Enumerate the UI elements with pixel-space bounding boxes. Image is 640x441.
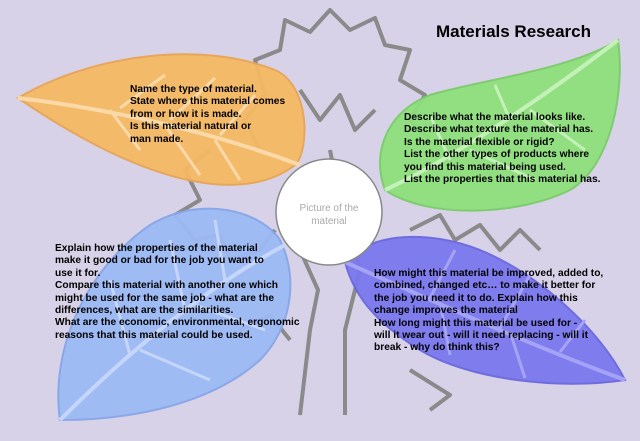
blue-leaf-line: make it good or bad for the job you want… <box>55 255 264 267</box>
green-leaf-line: Describe what the material looks like. <box>404 112 586 123</box>
green-leaf-line: you find this material being used. <box>404 161 566 173</box>
blue-leaf-line: differences, what are the similarities. <box>55 305 234 317</box>
green-leaf-line: Is the material flexible or rigid? <box>404 136 555 148</box>
blue-leaf-line: might be used for the same job - what ar… <box>55 292 275 304</box>
purple-leaf-text: How might this material be improved, add… <box>374 268 603 355</box>
green-leaf-line: List the other types of products where <box>404 149 590 161</box>
orange-leaf-line: from or how it is made. <box>130 108 242 120</box>
purple-leaf-line: the job you need it to do. Explain how t… <box>374 292 578 304</box>
purple-leaf-line: combined, changed etc… to make it better… <box>374 280 596 292</box>
purple-leaf-line: change improves the material <box>374 305 518 317</box>
picture-label-line: material <box>311 216 347 227</box>
blue-leaf-text: Explain how the properties of the materi… <box>55 243 300 342</box>
blue-leaf-line: use it for. <box>55 267 101 279</box>
purple-leaf-line: break - why do think this? <box>374 342 500 354</box>
picture-placeholder-circle <box>275 158 383 266</box>
purple-leaf-line: How long might this material be used for… <box>374 317 578 329</box>
leaf-orange <box>16 53 306 186</box>
blue-leaf-line: Compare this material with another one w… <box>55 280 279 292</box>
green-leaf-text: Describe what the material looks like. D… <box>404 112 600 186</box>
orange-leaf-line: State where this material comes <box>130 96 286 108</box>
diagram-title: Materials Research <box>436 22 591 41</box>
purple-leaf-line: will it wear out - will it need replacin… <box>374 330 588 342</box>
leaf-purple <box>343 235 627 385</box>
orange-leaf-line: Is this material natural or <box>130 121 252 133</box>
orange-leaf-text: Name the type of material. State where t… <box>130 84 285 146</box>
picture-placeholder-label: Picture of the material <box>280 202 378 228</box>
orange-leaf-line: Name the type of material. <box>130 84 257 95</box>
blue-leaf-line: What are the economic, environmental, er… <box>55 317 300 329</box>
blue-leaf-line: Explain how the properties of the materi… <box>55 243 258 254</box>
green-leaf-line: List the properties that this material h… <box>404 174 601 186</box>
orange-leaf-line: man made. <box>130 133 184 145</box>
blue-leaf-line: reasons that this material could be used… <box>55 329 253 341</box>
picture-label-line: Picture of the <box>299 203 359 214</box>
leaf-blue <box>57 207 292 422</box>
leaf-green <box>379 38 621 212</box>
green-leaf-line: Describe what texture the material has. <box>404 124 594 136</box>
purple-leaf-line: How might this material be improved, add… <box>374 268 604 279</box>
